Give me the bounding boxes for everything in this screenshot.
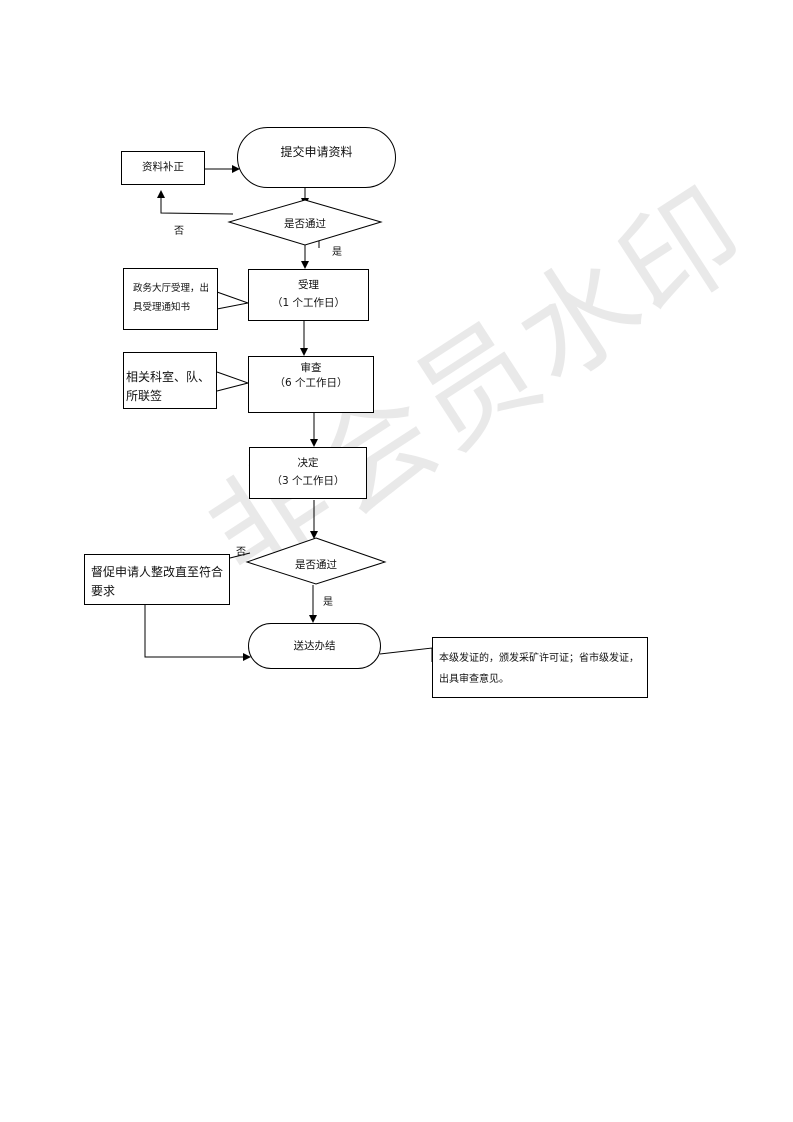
deliver-node: 送达办结 [248,623,381,669]
hall-note-text: 政务大厅受理，出具受理通知书 [133,283,210,313]
no-label-2: 否 [236,547,246,558]
issue-note-text: 本级发证的，颁发采矿许可证；省市级发证，出具审查意见。 [439,653,639,685]
review-node: 审查 （6 个工作日） [248,356,374,413]
callout-hall [216,291,250,310]
accept-node: 受理 （1 个工作日） [248,269,369,321]
arrow-check1-no [157,190,234,215]
decide-days: （3 个工作日） [271,475,345,487]
depts-note: 相关科室、队、所联签 [123,352,217,409]
callout-depts [216,371,250,392]
supplement-node: 资料补正 [121,151,205,185]
decide-node: 决定 （3 个工作日） [249,447,367,499]
yes-label-1: 是 [332,247,342,258]
review-days: （6 个工作日） [274,377,348,390]
line-check2-no [229,552,251,559]
submit-node: 提交申请资料 [237,127,396,188]
yes-label-2: 是 [323,597,333,608]
callout-issue [379,647,433,662]
decide-title: 决定 [297,457,319,470]
check2-label: 是否通过 [295,559,337,571]
review-title: 审查 [300,362,322,374]
submit-label: 提交申请资料 [280,145,353,159]
urge-label: 督促申请人整改直至符合要求 [91,564,224,598]
decision-diamond-2 [245,537,387,585]
issue-note: 本级发证的，颁发采矿许可证；省市级发证，出具审查意见。 [432,637,648,698]
arrow-urge-to-deliver [144,605,251,661]
urge-node: 督促申请人整改直至符合要求 [84,554,230,605]
hall-note: 政务大厅受理，出具受理通知书 [123,268,218,330]
supplement-label: 资料补正 [142,161,184,174]
accept-title: 受理 [298,279,319,292]
no-label-1: 否 [174,226,184,237]
accept-days: （1 个工作日） [271,297,346,309]
check1-label: 是否通过 [284,218,326,230]
decision-diamond-1 [227,199,383,246]
depts-note-text: 相关科室、队、所联签 [126,370,211,404]
deliver-label: 送达办结 [293,640,336,652]
